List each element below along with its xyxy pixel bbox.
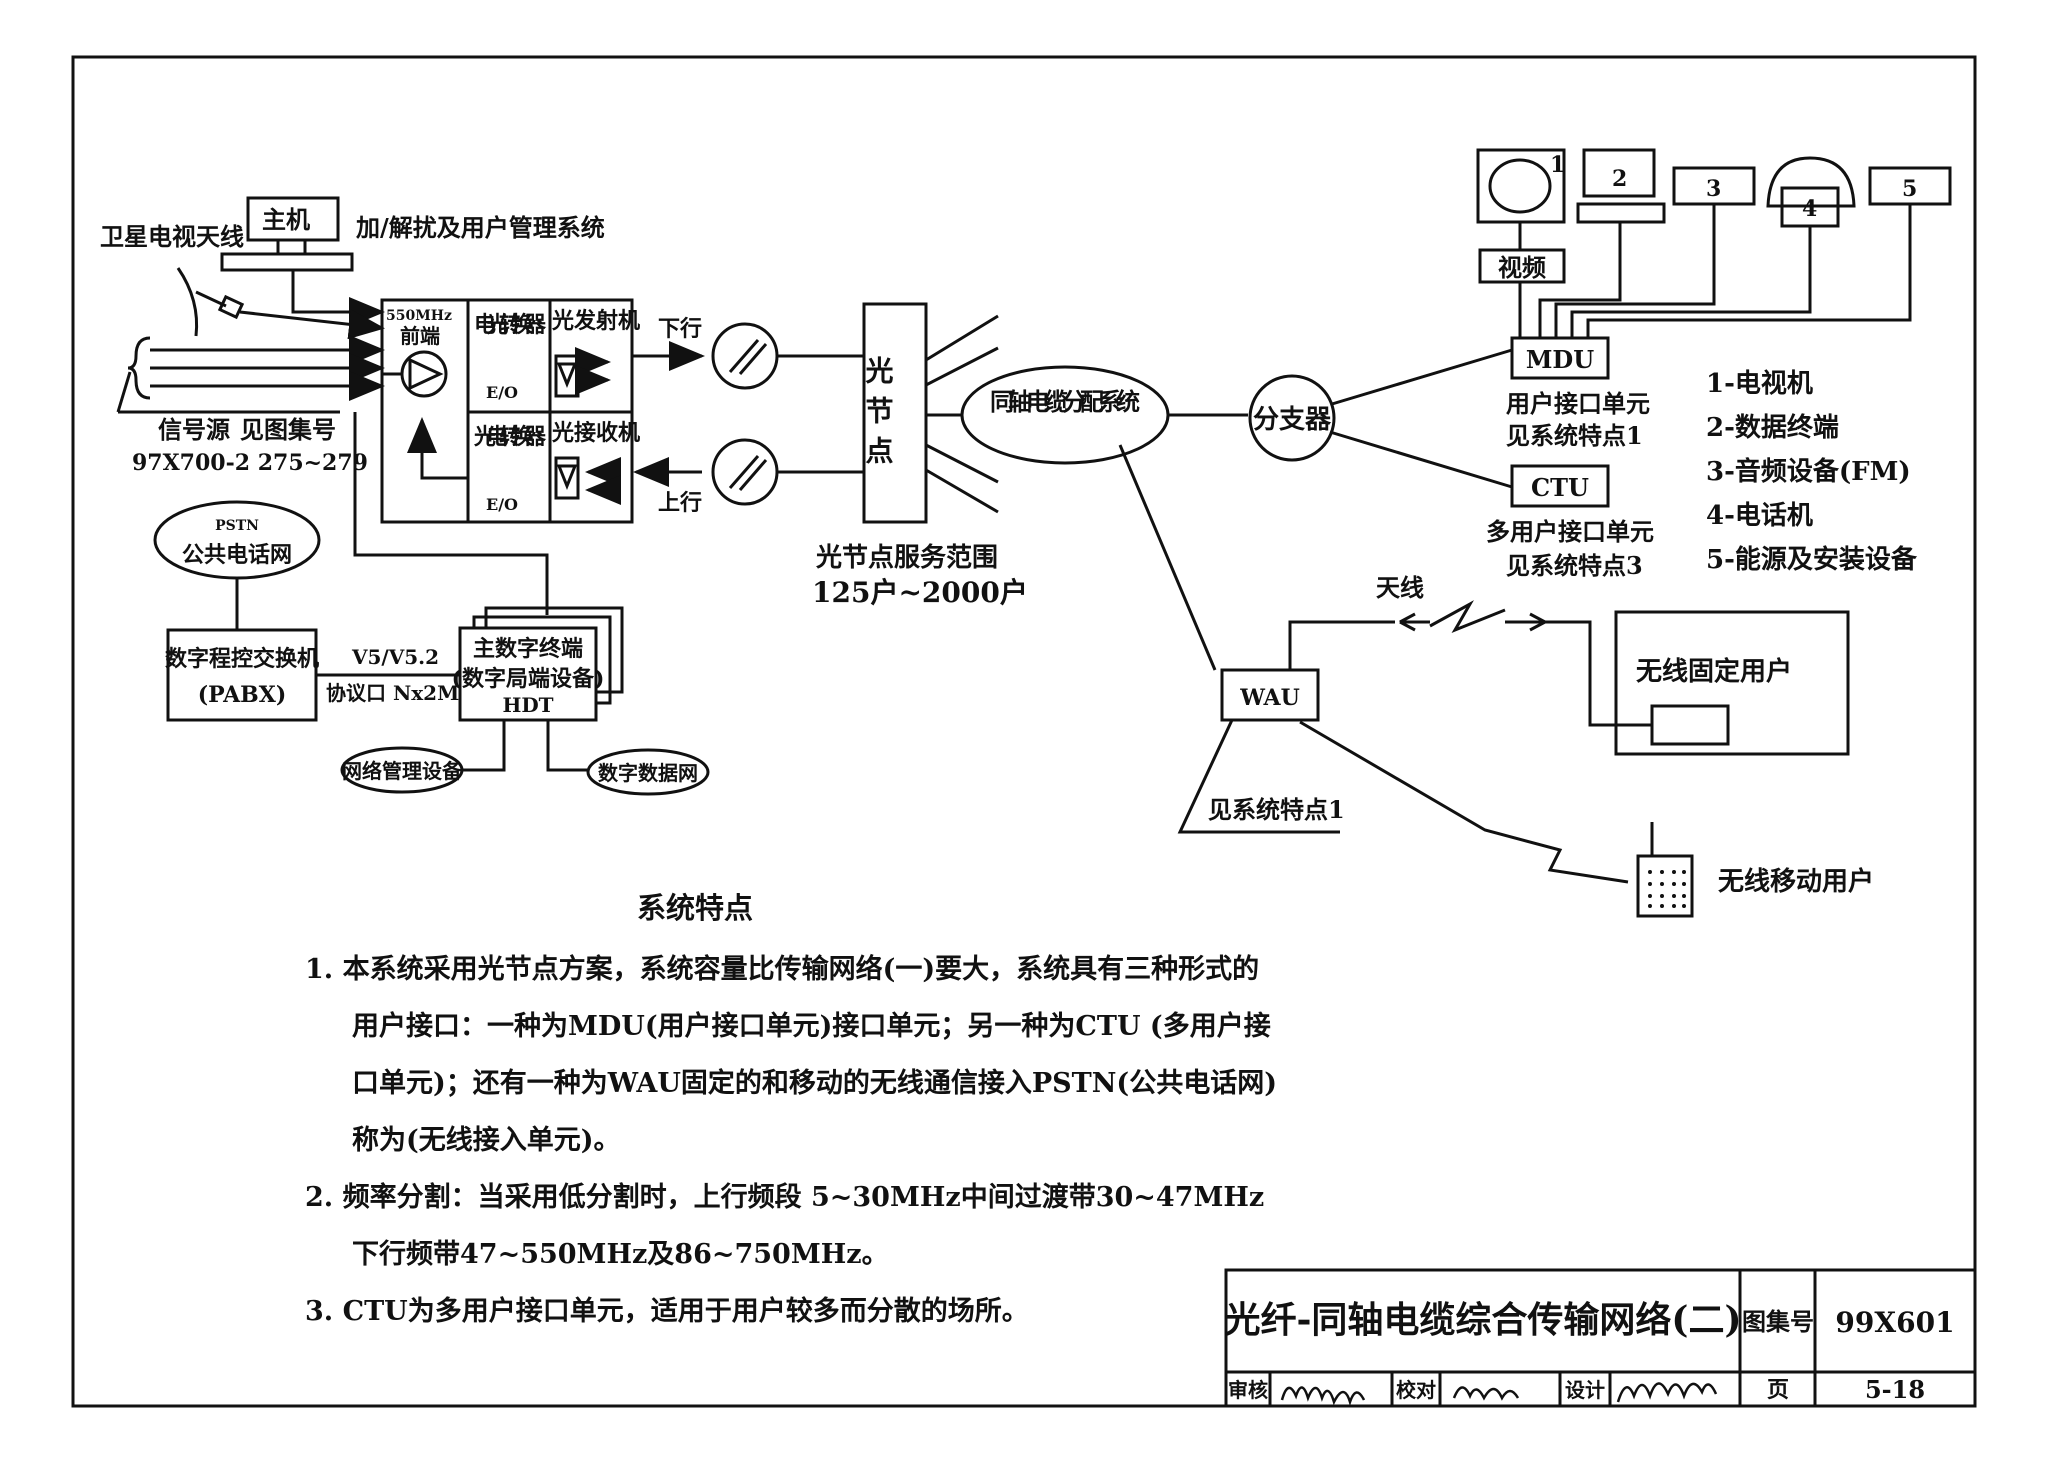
video-label: 视频 <box>1498 253 1546 282</box>
optical-tx-label: 光发射机 <box>551 308 640 334</box>
upstream-label: 上行 <box>658 490 702 516</box>
splitter-label: 分支器 <box>1253 405 1332 435</box>
device-5-number: 5 <box>1902 176 1917 202</box>
signature-review <box>1280 1386 1366 1407</box>
legend-item-5: 5-能源及安装设备 <box>1706 544 1918 575</box>
mobile-phone-icon <box>1636 822 1694 918</box>
signature-check <box>1452 1386 1520 1401</box>
wau-box <box>1220 668 1320 722</box>
atlas-ref-label: 97X700-2 275~279 <box>132 450 368 476</box>
network-mgmt-label: 网络管理设备 <box>342 759 463 783</box>
legend-item-4: 4-电话机 <box>1706 501 1813 531</box>
digital-data-net-ellipse <box>586 748 710 796</box>
headend-label: 前端 <box>400 324 440 348</box>
legend-item-3: 3-音频设备(FM) <box>1706 456 1911 487</box>
note-1-line-1: 1. 本系统采用光节点方案，系统容量比传输网络(一)要大，系统具有三种形式的 <box>305 954 1260 985</box>
mdu-desc-2: 见系统特点1 <box>1506 421 1643 450</box>
note-3-line-1: 3. CTU为多用户接口单元，适用于用户较多而分散的场所。 <box>305 1296 1029 1327</box>
device-4-number: 4 <box>1802 196 1817 222</box>
device-3-number: 3 <box>1706 176 1721 202</box>
hdt-box <box>458 626 598 722</box>
wireless-mobile-label: 无线移动用户 <box>1718 866 1874 897</box>
wau-note-label: 见系统特点1 <box>1208 795 1345 824</box>
note-1-line-2: 用户接口：一种为MDU(用户接口单元)接口单元；另一种为CTU (多用户接 <box>352 1011 1271 1042</box>
satellite-dish-icon <box>176 267 385 340</box>
device-2-number: 2 <box>1612 166 1627 192</box>
downstream-label: 下行 <box>658 316 702 342</box>
digital-data-net-label: 数字数据网 <box>598 761 698 785</box>
ctu-label: CTU <box>1531 473 1589 502</box>
wireless-fixed-terminal <box>1650 704 1730 746</box>
check-label: 校对 <box>1396 1378 1436 1402</box>
drawing-title: 光纤-同轴电缆综合传输网络(二) <box>1224 1299 1741 1341</box>
signal-source-label: 信号源 <box>158 415 230 444</box>
protocol-label-2: 协议口 Nx2M <box>326 681 459 705</box>
encrypt-system-label: 加/解扰及用户管理系统 <box>356 213 605 242</box>
eo-converter-1-label: 电光转换器 <box>474 312 547 338</box>
node-range-value: 125户~2000户 <box>812 576 1028 609</box>
wireless-fixed-label: 无线固定用户 <box>1636 656 1792 687</box>
amplifier-icon <box>400 350 448 398</box>
legend-item-2: 2-数据终端 <box>1706 412 1839 443</box>
pstn-name-label: 公共电话网 <box>182 542 292 568</box>
mdu-label: MDU <box>1526 345 1594 374</box>
network-mgmt-ellipse <box>340 746 464 794</box>
note-1-line-3: 口单元)；还有一种为WAU固定的和移动的无线通信接入PSTN(公共电话网) <box>352 1068 1277 1099</box>
optical-node-label: 光节点 <box>862 356 895 476</box>
title-block <box>1224 1268 1977 1408</box>
mobile-phone-keypad <box>1648 870 1686 908</box>
ctu-box <box>1510 464 1610 508</box>
legend-item-1: 1-电视机 <box>1706 369 1813 399</box>
atlas-no-value: 99X601 <box>1835 1306 1954 1339</box>
host-base <box>220 252 354 272</box>
pabx-label-1: 数字程控交换机 <box>165 646 319 672</box>
eo-label-1: E/O <box>486 383 518 402</box>
system-features-notes: 系统特点 1. 本系统采用光节点方案，系统容量比传输网络(一)要大，系统具有三种… <box>305 880 1277 1340</box>
satellite-antenna-label: 卫星电视天线 <box>100 222 244 251</box>
note-2-line-1: 2. 频率分割：当采用低分割时，上行频段 5~30MHz中间过渡带30~47MH… <box>305 1182 1265 1213</box>
page-label: 页 <box>1767 1377 1789 1403</box>
protocol-label-1: V5/V5.2 <box>351 645 439 669</box>
review-label: 审核 <box>1228 1378 1268 1402</box>
mdu-desc-1: 用户接口单元 <box>1506 389 1650 418</box>
note-1-line-4: 称为(无线接入单元)。 <box>352 1125 621 1156</box>
video-box <box>1478 248 1566 284</box>
host-box <box>246 196 340 242</box>
wau-label: WAU <box>1239 685 1300 711</box>
pabx-label-2: (PABX) <box>198 682 287 708</box>
optical-rx-icon <box>554 456 621 505</box>
ctu-desc-1: 多用户接口单元 <box>1486 517 1654 546</box>
drawing-frame <box>71 55 1977 1408</box>
mdu-box <box>1510 336 1610 380</box>
design-label: 设计 <box>1565 1378 1605 1402</box>
signature-design <box>1616 1382 1718 1403</box>
eo-label-2: E/O <box>486 495 518 514</box>
see-atlas-label: 见图集号 <box>240 415 336 444</box>
coax-system-label: 同轴电缆分配系统 <box>990 387 1140 416</box>
notes-title: 系统特点 <box>636 891 753 925</box>
antenna-label: 天线 <box>1376 573 1424 602</box>
signal-source-lines <box>116 335 385 414</box>
node-range-title: 光节点服务范围 <box>815 542 998 573</box>
hdt-label-1: 主数字终端 <box>473 636 583 662</box>
splitter-circle <box>1248 374 1336 462</box>
hdt-label-3: HDT <box>502 693 553 717</box>
ctu-desc-2: 见系统特点3 <box>1506 551 1643 580</box>
note-2-line-2: 下行频带47~550MHz及86~750MHz。 <box>352 1239 889 1270</box>
optical-tx-icon <box>554 347 611 398</box>
optical-node-box <box>862 302 928 524</box>
pstn-label: PSTN <box>215 518 259 534</box>
hdt-label-2: (数字局端设备) <box>452 666 605 692</box>
headend-freq-label: 550MHz <box>386 308 452 324</box>
wireless-fixed-box <box>1614 610 1850 756</box>
host-label: 主机 <box>262 205 310 234</box>
device-1-number: 1 <box>1550 152 1565 178</box>
page-no-value: 5-18 <box>1865 1375 1925 1404</box>
eo-converter-2-label: 光电转换器 <box>473 424 547 450</box>
atlas-no-label: 图集号 <box>1742 1307 1814 1336</box>
optical-rx-label: 光接收机 <box>551 420 640 446</box>
